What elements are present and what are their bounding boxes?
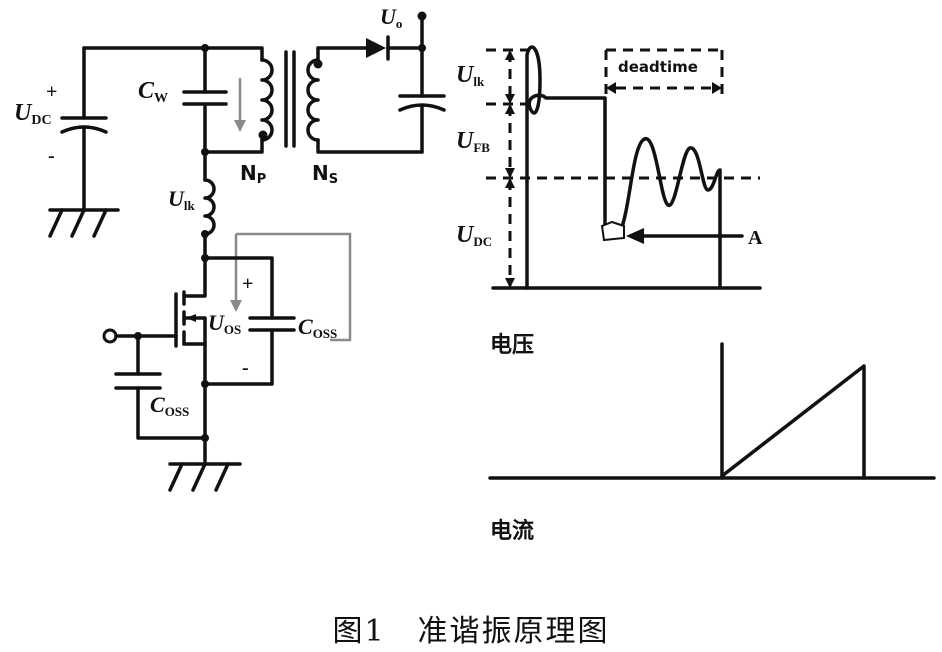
current-waveform-plot: 电流 <box>488 342 936 544</box>
ulk-voltage-label: Ulk <box>456 62 485 89</box>
gate-coss-label: COSS <box>150 392 189 419</box>
gate-coss-capacitor <box>114 372 162 390</box>
voltage-waveform-plot: deadtime A Ulk UFB UDC 电压 <box>456 45 763 358</box>
deadtime-label: deadtime <box>618 58 698 76</box>
ns-label: NS <box>312 161 338 187</box>
valley-marker <box>600 220 625 242</box>
gate-terminal <box>102 328 118 344</box>
udc-capacitor <box>60 116 108 212</box>
circuit-schematic: UDC + - CW NP NS Uo Ulk + UOS - COSS COS… <box>14 4 446 492</box>
coss-capacitor <box>248 316 296 332</box>
leakage-inductor <box>203 178 216 236</box>
uos-label: UOS <box>208 310 241 337</box>
ground-symbol-bottom <box>168 462 242 492</box>
output-diode <box>366 35 390 61</box>
ulk-label: Ulk <box>168 186 196 213</box>
udc-minus-sign: - <box>48 145 55 167</box>
transformer-core <box>284 50 296 148</box>
current-ramp-trace <box>720 364 866 480</box>
np-label: NP <box>240 161 266 187</box>
primary-winding <box>260 58 274 142</box>
coss-loop-wire <box>236 232 352 342</box>
point-a-label: A <box>748 227 763 249</box>
udc-label: UDC <box>14 100 52 128</box>
output-capacitor <box>398 94 446 154</box>
secondary-winding <box>306 58 320 142</box>
primary-bottom-wire <box>203 138 264 154</box>
junction-dot <box>418 44 426 52</box>
udc-plus-sign: + <box>46 81 57 103</box>
secondary-dot-marker <box>313 59 323 69</box>
secondary-bottom-wire <box>316 138 424 154</box>
uo-label: Uo <box>380 4 402 31</box>
cw-label: CW <box>138 78 168 106</box>
cw-capacitor <box>182 90 228 106</box>
mosfet-switch <box>136 256 207 386</box>
ground-symbol-left <box>48 208 120 238</box>
output-terminal <box>417 11 427 21</box>
junction-dot <box>201 434 209 442</box>
primary-top-wire <box>203 46 264 62</box>
udc-voltage-label: UDC <box>456 222 492 249</box>
voltage-waveform-trace <box>525 45 722 290</box>
ufb-voltage-label: UFB <box>456 128 490 155</box>
uos-plus-sign: + <box>242 273 253 295</box>
voltage-title: 电压 <box>490 333 534 358</box>
coss-label: COSS <box>298 314 337 341</box>
uos-minus-sign: - <box>242 357 249 379</box>
figure-caption: 图1 准谐振原理图 <box>332 614 610 649</box>
junction-dot <box>201 230 209 238</box>
primary-dot-marker <box>258 130 268 140</box>
current-title: 电流 <box>490 518 534 544</box>
